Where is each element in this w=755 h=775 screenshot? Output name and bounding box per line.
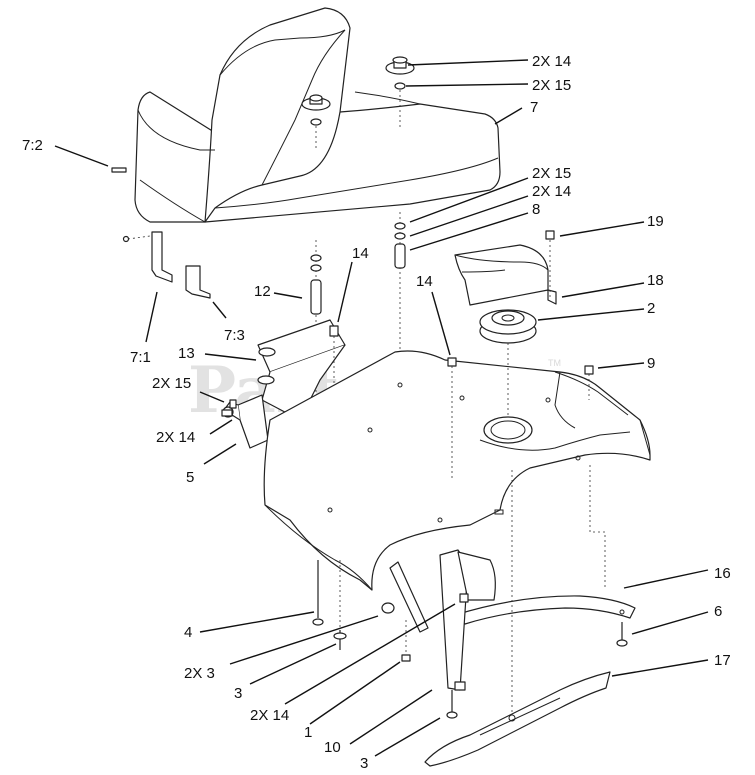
callout-7-3: 7:3 [224,327,245,344]
callout-2: 2 [647,300,655,317]
callout-1: 1 [304,724,312,741]
callout-2x14-bottom: 2X 14 [250,707,289,724]
callout-2x14-mid: 2X 14 [532,183,571,200]
seat-part-7 [111,7,501,223]
seat-bracket-7-3 [185,265,211,299]
callout-7-2: 7:2 [22,137,43,154]
bolt-part-19 [545,230,555,300]
watermark-trademark: TM [548,358,561,368]
blade-part-17 [424,470,611,767]
leader-lines [54,59,709,757]
baffle-part-16 [454,595,636,625]
callout-10: 10 [324,739,341,756]
callout-7: 7 [530,99,538,116]
callout-2x14-top: 2X 14 [532,53,571,70]
callout-13: 13 [178,345,195,362]
callout-16: 16 [714,565,731,582]
spacer-part-8 [394,212,406,390]
callout-5: 5 [186,469,194,486]
callout-6: 6 [714,603,722,620]
washer-group-left [229,399,237,409]
belt-cover-part-18 [454,244,557,306]
nut-part-9 [584,365,594,400]
seat-bracket-7-1 [122,231,173,283]
nut-part-14 [447,357,457,480]
callout-3-b: 3 [360,755,368,772]
callout-3-a: 3 [234,685,242,702]
callout-9: 9 [647,355,655,372]
callout-labels: 2X 14 2X 15 7 7:2 2X 15 2X 14 8 19 14 14… [22,53,731,772]
chute-bracket-part-10 [439,549,496,691]
rod-part-1 [389,561,429,662]
pulley-part-2 [479,309,537,418]
callout-2x15-left: 2X 15 [152,375,191,392]
bolt-group-3-and-4 [312,560,469,719]
mower-deck-housing [263,350,651,591]
bracket-part-5 [221,394,269,449]
callout-14-b: 14 [416,273,433,290]
callout-14-a: 14 [352,245,369,262]
guide-line-16 [589,465,606,590]
callout-12: 12 [254,283,271,300]
callout-19: 19 [647,213,664,230]
callout-18: 18 [647,272,664,289]
callout-2x15-mid: 2X 15 [532,165,571,182]
callout-2x15-top: 2X 15 [532,77,571,94]
callout-7-1: 7:1 [130,349,151,366]
callout-17: 17 [714,652,731,669]
callout-8: 8 [532,201,540,218]
callout-2x3: 2X 3 [184,665,215,682]
bolt-part-6 [616,622,628,647]
callout-4: 4 [184,624,192,641]
callout-2x14-left: 2X 14 [156,429,195,446]
